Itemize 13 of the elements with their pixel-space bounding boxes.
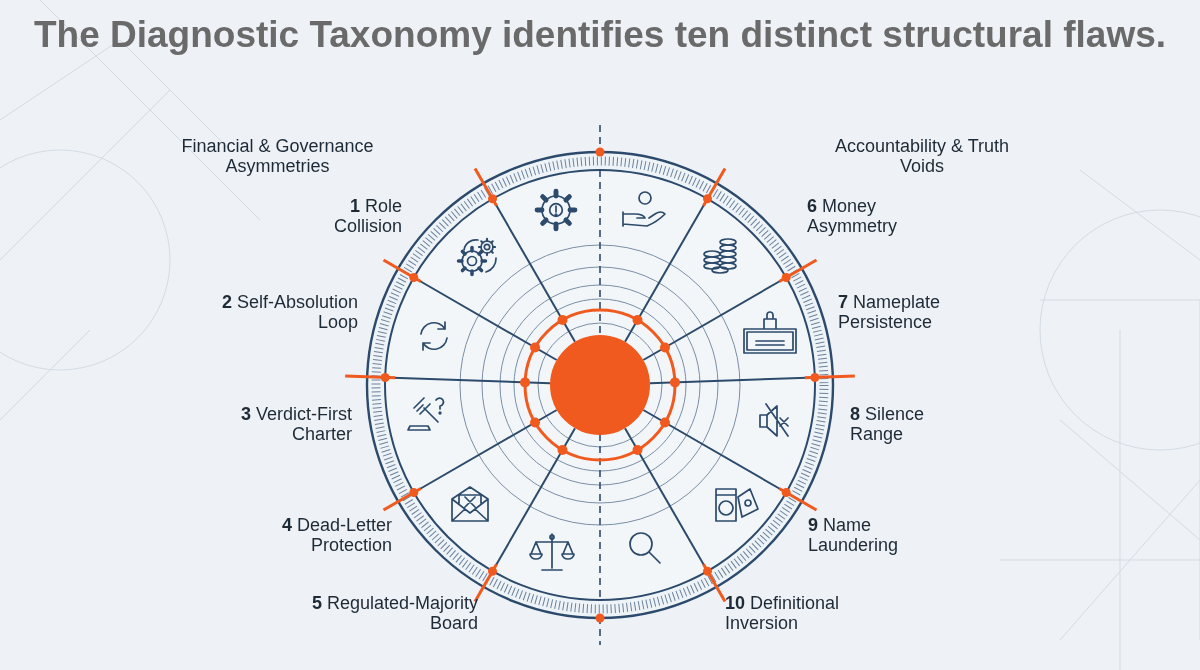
flaw-label: 6 Money Asymmetry (807, 196, 898, 236)
category-heading: Accountability & Truth Voids (833, 136, 1011, 176)
title: The Diagnostic Taxonomy identifies ten distinct structural flaws. (32, 14, 1168, 56)
flaw-label: 1 Role Collision (332, 196, 402, 236)
flaw-label: 8 Silence Range (850, 404, 926, 444)
flaw-label: 9 Name Laundering (808, 515, 900, 555)
flaw-label: 7 Nameplate Persistence (838, 292, 942, 332)
flaw-label: 4 Dead-Letter Protection (280, 515, 392, 555)
flaw-label: 10 Definitional Inversion (725, 593, 841, 633)
flaw-label: 2 Self-Absolution Loop (220, 292, 358, 332)
flaw-label: 5 Regulated-Majority Board (310, 593, 478, 633)
category-heading: Financial & Governance Asymmetries (180, 136, 375, 176)
flaw-label: 3 Verdict-First Charter (239, 404, 352, 444)
